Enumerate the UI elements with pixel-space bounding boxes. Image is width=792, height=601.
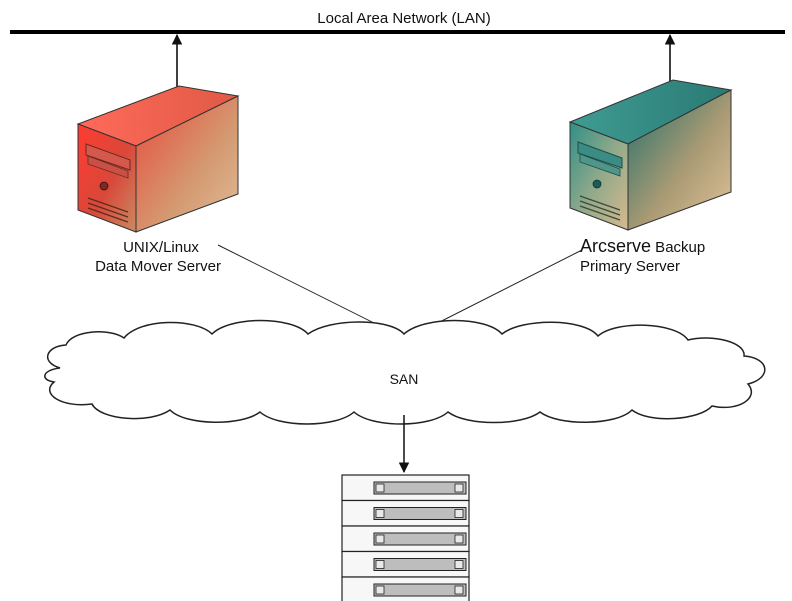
data-mover-label-line2: Data Mover Server [95, 258, 221, 275]
primary-server-label-line2: Primary Server [580, 258, 680, 275]
data-mover-label-line1: UNIX/Linux [123, 239, 199, 256]
storage-unit [341, 474, 470, 502]
storage-unit [341, 550, 470, 578]
san-label: SAN [390, 371, 419, 387]
primary-server-label-rest: Backup [651, 239, 705, 256]
primary-server-brand: Arcserve [580, 236, 651, 256]
storage-unit [341, 499, 470, 527]
storage-unit [341, 576, 470, 601]
link-data-mover-to-san [217, 244, 403, 338]
data-mover-server-icon [76, 85, 240, 233]
storage-array-icon [341, 474, 470, 601]
lan-label: Local Area Network (LAN) [317, 10, 490, 27]
primary-server-label-line1: Arcserve Backup [580, 236, 705, 256]
storage-unit [341, 525, 470, 553]
san-cloud [44, 319, 766, 425]
primary-server-icon [568, 79, 733, 231]
